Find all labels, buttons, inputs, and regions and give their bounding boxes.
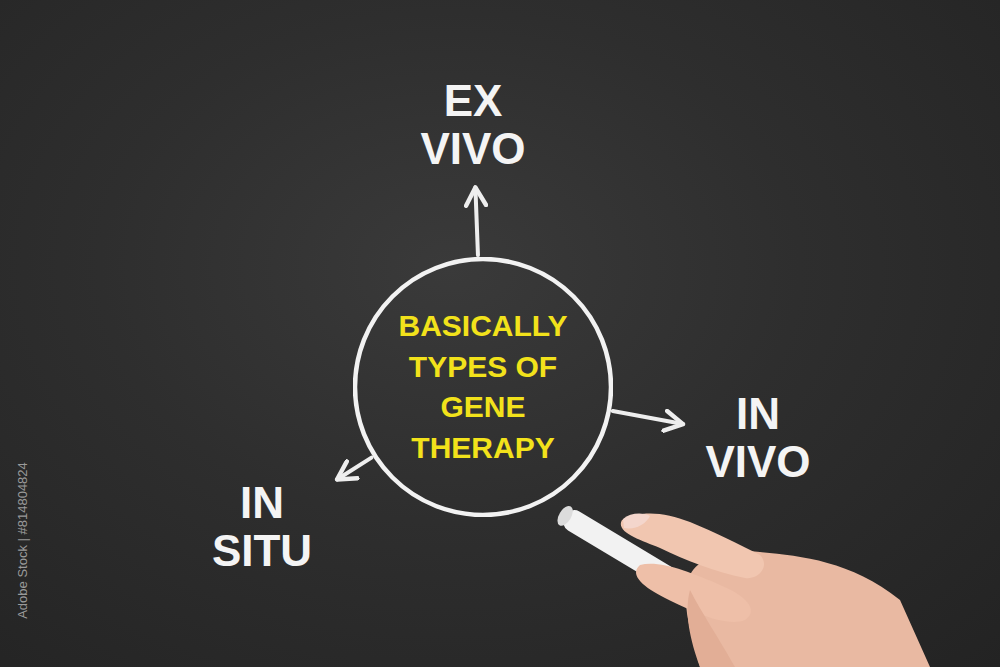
branch-label: EX VIVO [408, 73, 538, 178]
circle-stroke [355, 259, 611, 515]
circle-outline [353, 257, 613, 517]
hand [621, 513, 930, 667]
arrow-connector [475, 187, 478, 255]
watermark: Adobe Stock | #814804824 [15, 462, 30, 619]
branch-text: IN SITU [197, 479, 327, 576]
arrow-connector [337, 458, 371, 480]
chalk-tip [554, 503, 576, 528]
center-title: BASICALLY TYPES OF GENE THERAPY [391, 306, 576, 468]
fingernail [623, 514, 650, 529]
wrist-shadow [688, 590, 735, 667]
arrow-connector [613, 411, 683, 424]
branch-text: IN VIVO [693, 390, 823, 487]
branch-label: IN SITU [197, 475, 327, 580]
branch-text: EX VIVO [408, 77, 538, 174]
branch-label: IN VIVO [693, 386, 823, 491]
center-circle: BASICALLY TYPES OF GENE THERAPY [353, 257, 613, 517]
